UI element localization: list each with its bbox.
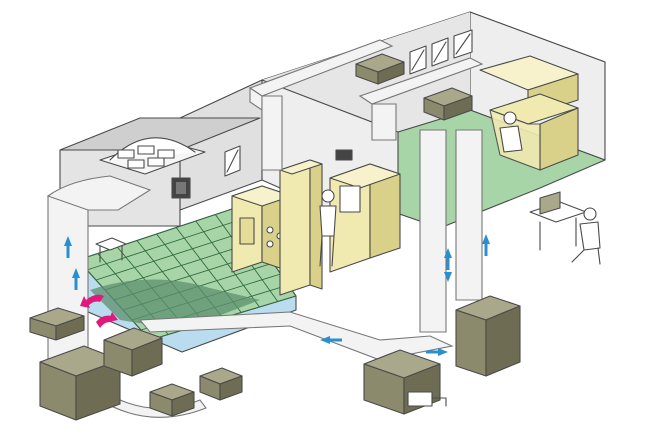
- air-handler-unit-icon: [29, 53, 521, 421]
- airflow-arrow-icon: [64, 234, 490, 356]
- workstation-desk-icon: [529, 191, 587, 251]
- power-connector-icon: [407, 391, 447, 407]
- operator-person-icon: [499, 111, 523, 153]
- floor-grid-line: [195, 220, 260, 308]
- wall-vent-icon: [171, 177, 191, 199]
- operator-person-icon: [571, 207, 601, 265]
- ceiling-light-panel-icon: [99, 137, 206, 175]
- operator-person-icon: [319, 189, 337, 267]
- window-icon: [224, 29, 473, 177]
- workstation-desk-icon: [95, 237, 127, 263]
- server-cabinet-icon: [231, 149, 401, 296]
